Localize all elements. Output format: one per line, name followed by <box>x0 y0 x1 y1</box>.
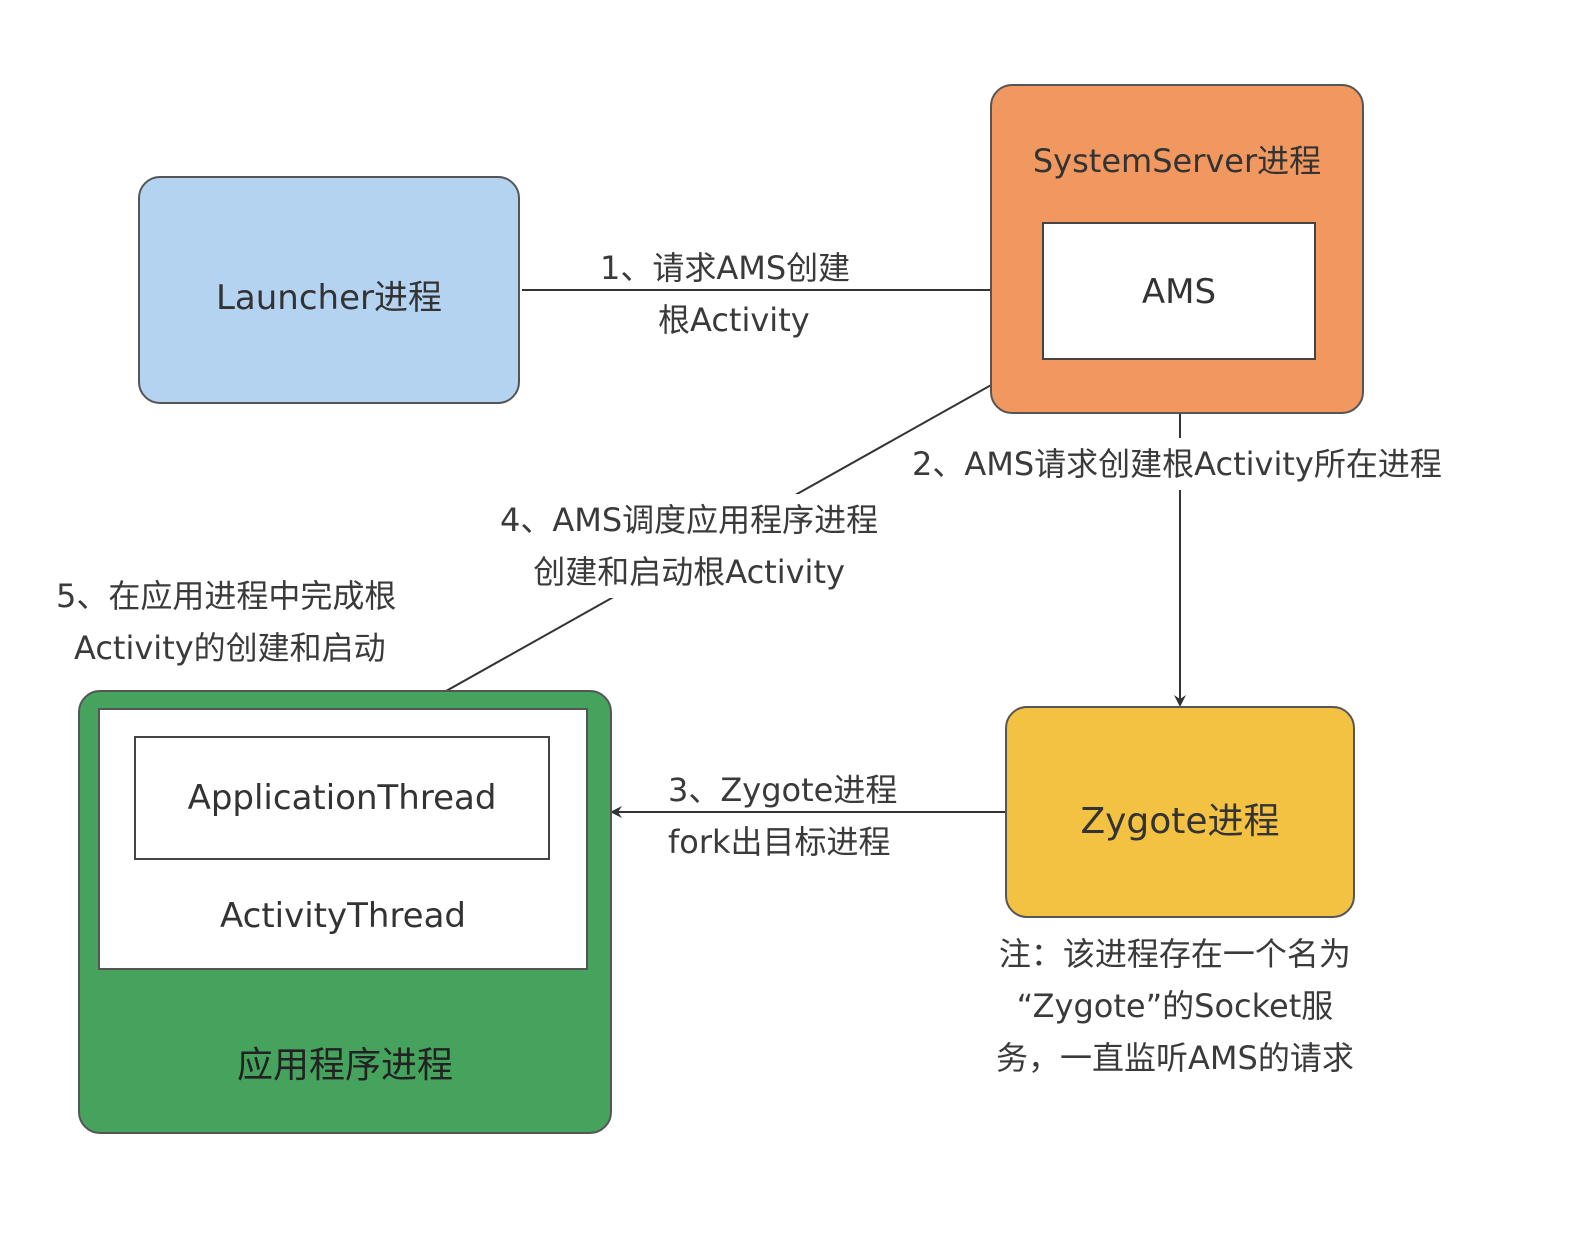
step2-label: 2、AMS请求创建根Activity所在进程 <box>912 438 1442 490</box>
note-line3: 务，一直监听AMS的请求 <box>996 1039 1354 1077</box>
note-line1: 注：该进程存在一个名为 <box>998 935 1351 973</box>
step1-label: 1、请求AMS创建 根Activity <box>600 242 850 346</box>
launcher-process-label: Launcher进程 <box>215 278 442 318</box>
note-line2: “Zygote”的Socket服 <box>1016 987 1334 1025</box>
step1-line2: 根Activity <box>658 301 810 339</box>
applicationthread-box: ApplicationThread <box>134 736 550 860</box>
step4-line2: 创建和启动根Activity <box>533 553 845 591</box>
zygote-process-box: Zygote进程 <box>1005 706 1355 918</box>
step1-line1: 1、请求AMS创建 <box>600 249 851 287</box>
step4-label: 4、AMS调度应用程序进程 创建和启动根Activity <box>500 494 879 598</box>
step5-label: 5、在应用进程中完成根 Activity的创建和启动 <box>56 570 396 674</box>
step3-line2: fork出目标进程 <box>668 823 891 861</box>
systemserver-process-title: SystemServer进程 <box>1032 142 1322 180</box>
app-process-title: 应用程序进程 <box>236 1045 453 1086</box>
step5-line2: Activity的创建和启动 <box>74 629 386 667</box>
activitythread-label: ActivityThread <box>219 896 467 936</box>
applicationthread-label: ApplicationThread <box>187 778 497 818</box>
ams-box: AMS <box>1042 222 1316 360</box>
zygote-process-label: Zygote进程 <box>1080 801 1280 842</box>
launcher-process-box: Launcher进程 <box>138 176 520 404</box>
step3-line1: 3、Zygote进程 <box>668 771 898 809</box>
step4-line1: 4、AMS调度应用程序进程 <box>500 501 879 539</box>
zygote-note: 注：该进程存在一个名为 “Zygote”的Socket服 务，一直监听AMS的请… <box>996 928 1354 1084</box>
step3-label: 3、Zygote进程 fork出目标进程 <box>668 764 897 868</box>
step2-line1: 2、AMS请求创建根Activity所在进程 <box>912 445 1442 483</box>
step5-line1: 5、在应用进程中完成根 <box>56 577 397 615</box>
ams-label: AMS <box>1141 272 1217 312</box>
